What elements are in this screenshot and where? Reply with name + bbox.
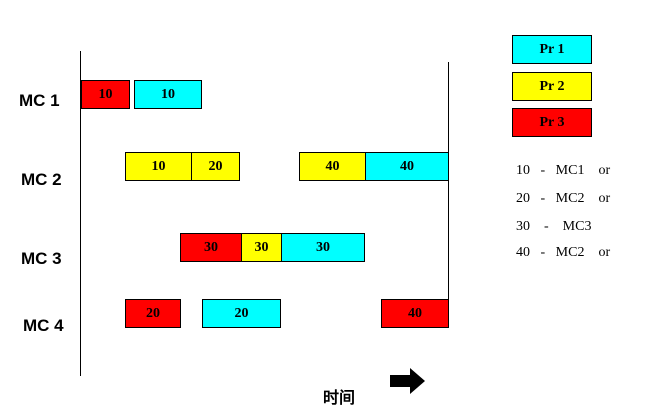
routing-note-20: 20 - MC2 or xyxy=(516,191,611,206)
gantt-bar-mc3-pr2: 30 xyxy=(241,233,282,262)
legend-item-pr1: Pr 1 xyxy=(512,35,592,64)
gantt-bar-mc2-pr2: 40 xyxy=(299,152,366,181)
gantt-bar-mc2-pr2: 10 xyxy=(125,152,192,181)
gantt-bar-mc4-pr3: 20 xyxy=(125,299,181,328)
gantt-bar-mc2-pr1: 40 xyxy=(365,152,449,181)
routing-note-10: 10 - MC1 or xyxy=(516,163,611,178)
gantt-bar-mc4-pr3: 40 xyxy=(381,299,449,328)
legend-item-pr3: Pr 3 xyxy=(512,108,592,137)
gantt-bar-mc2-pr2: 20 xyxy=(191,152,240,181)
routing-note-40: 40 - MC2 or xyxy=(516,245,611,260)
routing-note-30: 30 - MC3 xyxy=(516,219,592,234)
machine-label-mc4: MC 4 xyxy=(23,316,64,335)
right-deadline-line xyxy=(448,62,449,311)
machine-label-mc2: MC 2 xyxy=(21,170,62,189)
gantt-bar-mc1-pr3: 10 xyxy=(81,80,130,109)
gantt-bar-mc1-pr1: 10 xyxy=(134,80,202,109)
machine-label-mc1: MC 1 xyxy=(19,91,60,110)
machine-label-mc3: MC 3 xyxy=(21,249,62,268)
gantt-bar-mc3-pr1: 30 xyxy=(281,233,365,262)
right-arrow-icon xyxy=(390,368,425,394)
gantt-bar-mc4-pr1: 20 xyxy=(202,299,281,328)
legend-item-pr2: Pr 2 xyxy=(512,72,592,101)
gantt-bar-mc3-pr3: 30 xyxy=(180,233,242,262)
left-axis-line xyxy=(80,51,81,376)
time-axis-label: 时间 xyxy=(323,388,356,407)
